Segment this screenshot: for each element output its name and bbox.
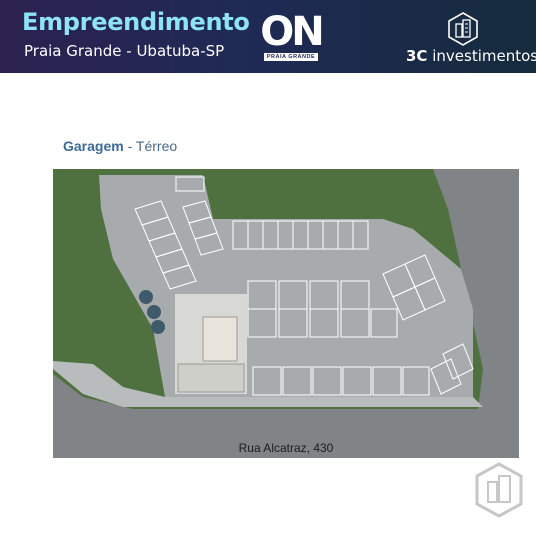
cistern-1 bbox=[139, 290, 153, 304]
cistern-3 bbox=[151, 320, 165, 334]
plan-title-separator: - bbox=[123, 138, 136, 154]
plan-title: Garagem - Térreo bbox=[63, 138, 177, 154]
logo-main-text: ON bbox=[260, 9, 324, 55]
street-label: Rua Alcatraz, 430 bbox=[238, 441, 334, 455]
garage-floor-plan bbox=[53, 169, 519, 458]
cistern-2 bbox=[147, 305, 161, 319]
header-title: Empreendimento bbox=[22, 8, 250, 36]
on-praia-grande-logo: ON PRAIA GRANDE bbox=[256, 9, 326, 61]
brand-bold: 3C bbox=[406, 47, 428, 65]
side-road bbox=[433, 169, 519, 458]
street bbox=[53, 374, 519, 458]
building-hexagon-watermark-icon bbox=[475, 462, 523, 518]
building-hexagon-icon bbox=[448, 12, 478, 46]
lobby-room bbox=[202, 316, 238, 362]
sidewalk bbox=[53, 361, 483, 407]
plan-title-main: Garagem bbox=[63, 138, 124, 154]
parking-stalls bbox=[134, 176, 474, 396]
brand-rest: investimentos bbox=[427, 47, 536, 65]
header-location: Praia Grande - Ubatuba-SP bbox=[24, 42, 225, 60]
logo-sub-text: PRAIA GRANDE bbox=[264, 53, 318, 61]
stair-room bbox=[177, 363, 245, 393]
header-banner: Empreendimento Praia Grande - Ubatuba-SP… bbox=[0, 0, 536, 73]
brand-name: 3C investimentos bbox=[406, 47, 536, 65]
plan-title-floor: Térreo bbox=[135, 138, 178, 154]
